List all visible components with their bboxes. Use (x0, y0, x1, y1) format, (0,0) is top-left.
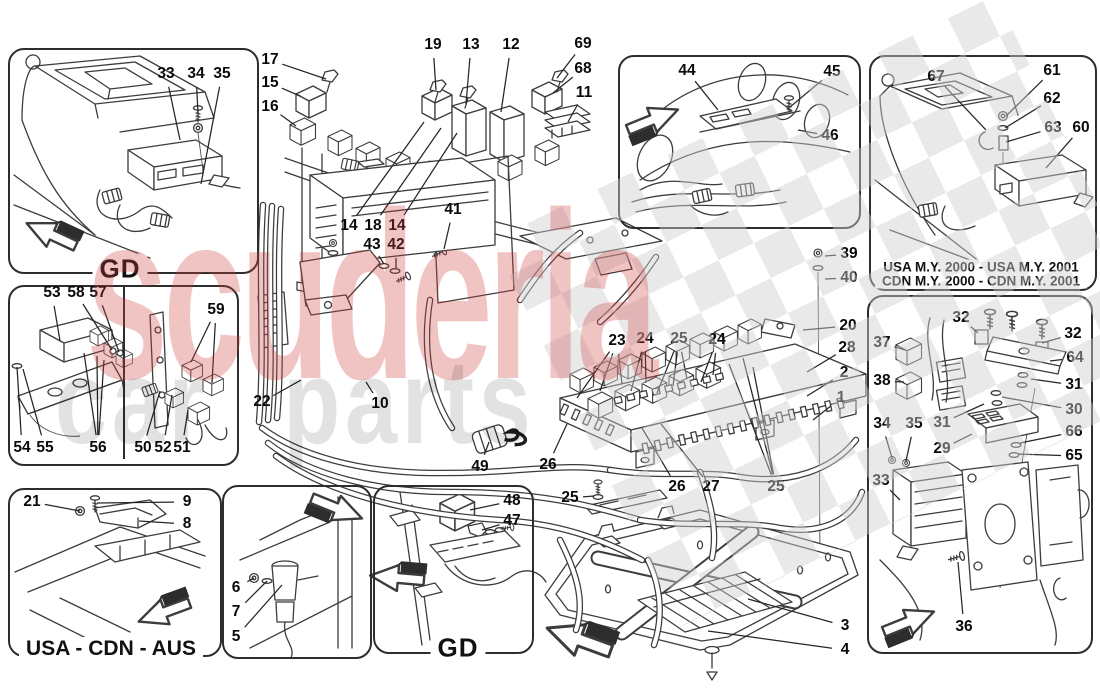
callout-40: 40 (840, 269, 858, 286)
callout-57: 57 (89, 284, 107, 301)
callout-45: 45 (823, 63, 841, 80)
callout-55: 55 (36, 439, 54, 456)
callout-53: 53 (43, 284, 61, 301)
callout-17: 17 (261, 51, 279, 68)
callout-14: 14 (388, 217, 406, 234)
callout-47: 47 (503, 512, 521, 529)
callout-58: 58 (67, 284, 85, 301)
callout-52: 52 (154, 439, 172, 456)
inset-panel-right-ecu (867, 295, 1093, 654)
callout-16: 16 (261, 98, 279, 115)
callout-41: 41 (444, 201, 462, 218)
callout-68: 68 (574, 60, 592, 77)
callout-27: 27 (702, 478, 720, 495)
callout-29: 29 (933, 440, 951, 457)
callout-69: 69 (574, 35, 592, 52)
callout-25: 25 (767, 478, 785, 495)
callout-4: 4 (840, 641, 850, 658)
callout-64: 64 (1066, 349, 1084, 366)
callout-3: 3 (840, 617, 850, 634)
callout-18: 18 (364, 217, 382, 234)
callout-31: 31 (933, 414, 951, 431)
callout-49: 49 (471, 458, 489, 475)
callout-12: 12 (502, 36, 520, 53)
callout-21: 21 (23, 493, 41, 510)
callout-25: 25 (561, 489, 579, 506)
callout-25: 25 (670, 330, 688, 347)
callout-2: 2 (839, 364, 849, 381)
callout-44: 44 (678, 62, 696, 79)
callout-51: 51 (173, 439, 191, 456)
callout-1: 1 (836, 389, 846, 406)
callout-30: 30 (1065, 401, 1083, 418)
label-gd-top-left: GD (92, 253, 148, 285)
callout-62: 62 (1043, 90, 1061, 107)
callout-48: 48 (503, 492, 521, 509)
callout-46: 46 (821, 127, 839, 144)
callout-60: 60 (1072, 119, 1090, 136)
callout-36: 36 (955, 618, 973, 635)
callout-22: 22 (253, 393, 271, 410)
callout-7: 7 (231, 603, 241, 620)
callout-15: 15 (261, 74, 279, 91)
label-gd-bottom: GD (430, 632, 486, 664)
callout-14: 14 (340, 217, 358, 234)
callout-11: 11 (575, 84, 593, 101)
label-model-year-1: USA M.Y. 2000 - USA M.Y. 2001 (876, 259, 1086, 275)
callout-35: 35 (905, 415, 923, 432)
callout-32: 32 (952, 309, 970, 326)
callout-28: 28 (838, 339, 856, 356)
inset-panel-switch (222, 485, 372, 659)
inset-panel-dash (618, 55, 861, 229)
callout-9: 9 (182, 493, 192, 510)
callout-59: 59 (207, 301, 225, 318)
callout-26: 26 (539, 456, 557, 473)
callout-34: 34 (873, 415, 891, 432)
label-usa-cdn-aus: USA - CDN - AUS (19, 637, 203, 661)
callout-24: 24 (708, 331, 726, 348)
inset-panel-brackets (8, 285, 239, 466)
callout-24: 24 (636, 330, 654, 347)
callout-33: 33 (872, 472, 890, 489)
callout-32: 32 (1064, 325, 1082, 342)
callout-35: 35 (213, 65, 231, 82)
callout-13: 13 (462, 36, 480, 53)
callout-8: 8 (182, 515, 192, 532)
callout-56: 56 (89, 439, 107, 456)
callout-38: 38 (873, 372, 891, 389)
callout-20: 20 (839, 317, 857, 334)
callout-5: 5 (231, 628, 241, 645)
callout-37: 37 (873, 334, 891, 351)
callout-61: 61 (1043, 62, 1061, 79)
panel-divider (123, 287, 125, 459)
callout-34: 34 (187, 65, 205, 82)
callout-23: 23 (608, 332, 626, 349)
callout-26: 26 (668, 478, 686, 495)
callout-43: 43 (363, 236, 381, 253)
callout-33: 33 (157, 65, 175, 82)
callout-10: 10 (371, 395, 389, 412)
callout-31: 31 (1065, 376, 1083, 393)
callout-6: 6 (231, 579, 241, 596)
callout-63: 63 (1044, 119, 1062, 136)
callout-19: 19 (424, 36, 442, 53)
callout-66: 66 (1065, 423, 1083, 440)
label-model-year-2: CDN M.Y. 2000 - CDN M.Y. 2001 (874, 273, 1088, 289)
callout-67: 67 (927, 68, 945, 85)
inset-panel-model-year (869, 55, 1097, 291)
callout-50: 50 (134, 439, 152, 456)
callout-54: 54 (13, 439, 31, 456)
callout-42: 42 (387, 236, 405, 253)
callout-65: 65 (1065, 447, 1083, 464)
callout-39: 39 (840, 245, 858, 262)
